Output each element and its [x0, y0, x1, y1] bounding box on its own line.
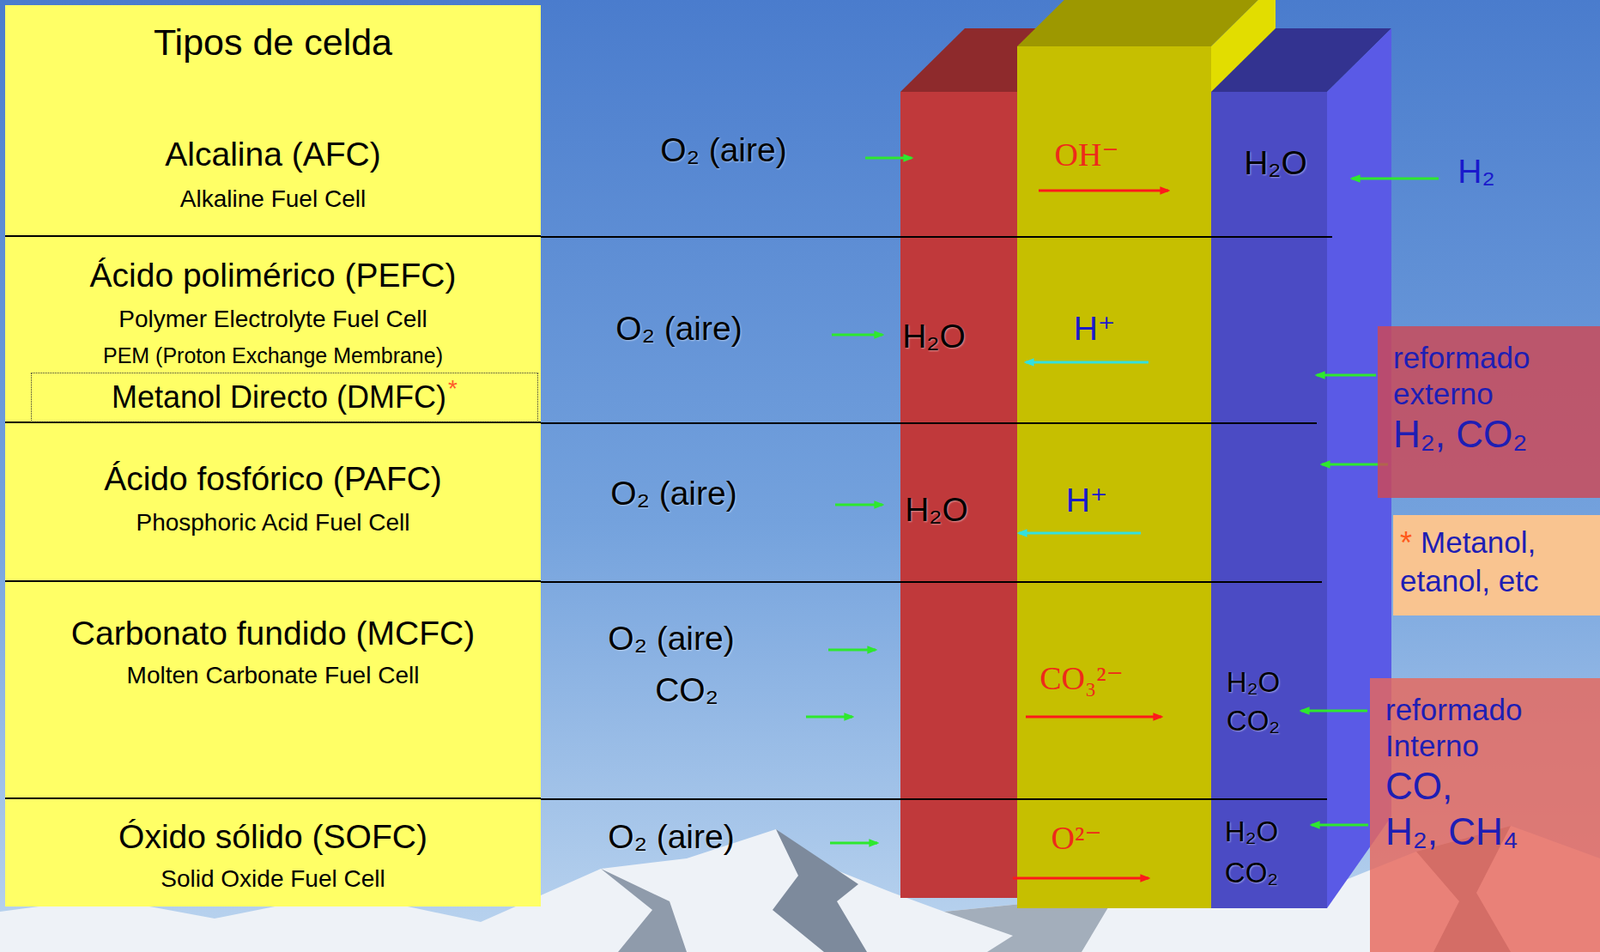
- species-label: O₂ (aire): [615, 310, 742, 348]
- flow-arrow: [1301, 709, 1368, 713]
- row-separator: [540, 581, 1322, 583]
- row-separator: [540, 798, 1328, 800]
- species-label: CO₂: [1224, 857, 1279, 889]
- cell-type-name: Tipos de celda: [153, 21, 393, 64]
- flow-arrow: [830, 842, 878, 845]
- species-label: H₂O: [1224, 816, 1279, 848]
- fuel-formula: CO,: [1385, 763, 1592, 810]
- cell-type-name: Alcalina (AFC): [164, 135, 381, 175]
- species-label: O₂ (aire): [660, 132, 787, 170]
- species-label: O₂ (aire): [607, 818, 734, 856]
- cell-type-row: Carbonato fundido (MCFC) Molten Carbonate…: [5, 581, 541, 800]
- cell-type-name: Ácido polimérico (PEFC): [90, 256, 457, 296]
- flow-arrow: [828, 648, 876, 652]
- flow-arrow: [806, 715, 853, 719]
- cell-type-subtitle: Phosphoric Acid Fuel Cell: [135, 509, 410, 537]
- ion-arrow: [1025, 361, 1149, 364]
- mountain-rock: [772, 829, 867, 952]
- cell-type-name: Óxido sólido (SOFC): [118, 818, 428, 857]
- species-label: H₂O: [902, 318, 966, 356]
- cell-type-name: Metanol Directo (DMFC): [111, 379, 447, 415]
- red-arrows: [1012, 190, 1169, 879]
- flow-arrow: [831, 333, 883, 337]
- yellow-slab-electrolyte: [1017, 46, 1212, 909]
- ion-arrow: [1018, 532, 1141, 535]
- cell-type-subtitle: Molten Carbonate Fuel Cell: [127, 661, 420, 690]
- flow-arrow: [835, 503, 883, 507]
- flow-arrow: [1311, 824, 1369, 827]
- cell-type-subtitle: Alkaline Fuel Cell: [180, 185, 366, 213]
- ion-arrow: [1012, 877, 1149, 880]
- cyan-arrows: [1018, 362, 1149, 534]
- fuel-formula: H₂, CH₄: [1385, 809, 1592, 855]
- ion-arrow: [1038, 189, 1169, 193]
- ion-arrow: [1025, 715, 1162, 719]
- external-reforming-box: reformado externoH₂, CO₂: [1377, 326, 1600, 498]
- species-label: H₂O: [904, 491, 969, 529]
- footnote-mark: *: [1400, 525, 1413, 561]
- fuel-formula: H₂, CO₂: [1393, 412, 1592, 458]
- species-label: O₂ (aire): [607, 620, 734, 658]
- cell-type-name: Ácido fosfórico (PAFC): [103, 460, 443, 499]
- species-label: O₂ (aire): [610, 475, 737, 513]
- cell-type-row: Ácido polimérico (PEFC) Polymer Electroly…: [5, 236, 541, 424]
- cell-type-subtitle: PEM (Proton Exchange Membrane): [103, 343, 443, 369]
- species-label: H⁺: [1066, 482, 1109, 520]
- cell-type-name: Carbonato fundido (MCFC): [71, 614, 475, 654]
- ion-label: CO₃²⁻: [1039, 660, 1124, 697]
- dmfc-box: Metanol Directo (DMFC)*: [30, 372, 539, 423]
- flow-arrow: [1351, 177, 1439, 181]
- green-arrows: [806, 157, 1439, 843]
- mountain-rock: [600, 868, 687, 952]
- reforming-title: reformado Interno: [1385, 691, 1592, 764]
- note-text: Metanol, etanol, etc: [1400, 525, 1540, 598]
- red-slab-cathode: [900, 91, 1018, 898]
- species-label: H₂O: [1226, 666, 1280, 698]
- ion-label: O²⁻: [1051, 820, 1103, 857]
- ion-label: OH⁻: [1054, 137, 1120, 174]
- row-separator: [540, 422, 1317, 425]
- blue-slab-anode: [1211, 91, 1328, 909]
- fuel-note-box: *Metanol, etanol, etc: [1393, 515, 1600, 616]
- internal-reforming-box: reformado InternoCO,H₂, CH₄: [1369, 678, 1600, 952]
- cell-type-row: Ácido fosfórico (PAFC) Phosphoric Acid Fu…: [5, 423, 541, 582]
- flow-arrow: [1316, 374, 1376, 377]
- cell-type-subtitle: Solid Oxide Fuel Cell: [160, 865, 385, 893]
- reforming-title: reformado externo: [1393, 339, 1592, 413]
- species-label: H⁺: [1073, 310, 1116, 348]
- cell-type-row: Alcalina (AFC) Alkaline Fuel Cell: [5, 85, 541, 237]
- row-separator: [540, 236, 1333, 238]
- cell-type-row: Óxido sólido (SOFC) Solid Oxide Fuel Cell: [5, 799, 541, 907]
- species-label: H₂: [1457, 153, 1495, 191]
- species-label: CO₂: [1226, 705, 1280, 737]
- footnote-mark: *: [448, 375, 458, 403]
- species-label: H₂O: [1243, 145, 1308, 182]
- cell-type-panel: Tipos de celdaAlcalina (AFC) Alkaline Fue…: [5, 5, 541, 907]
- flow-arrow: [865, 157, 912, 160]
- species-label: CO₂: [654, 672, 719, 710]
- cell-type-subtitle: Polymer Electrolyte Fuel Cell: [118, 305, 427, 334]
